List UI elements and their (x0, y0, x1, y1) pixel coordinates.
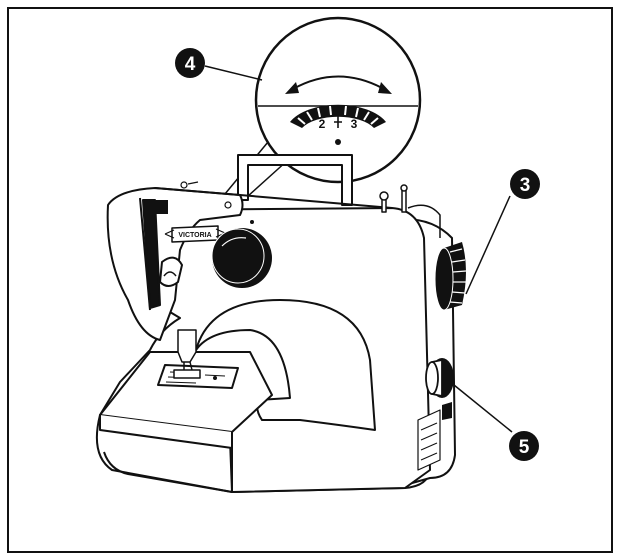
callout-3: 3 (465, 169, 540, 295)
stitch-selector-knob[interactable] (425, 358, 454, 398)
presser-foot-assembly (177, 329, 197, 363)
arm-arch (195, 299, 376, 431)
side-vent (417, 409, 441, 471)
dial-number-right: 3 (351, 117, 358, 131)
rotation-arrow-icon (292, 75, 385, 90)
callout-4-number: 4 (185, 54, 196, 75)
inset-circle (254, 16, 422, 184)
carry-handle (237, 154, 353, 206)
callout-5: 5 (453, 384, 539, 461)
index-dot (335, 139, 341, 145)
bobbin-latch (442, 402, 452, 420)
callout-5-badge (509, 431, 539, 461)
tension-dial[interactable] (211, 220, 272, 288)
callout-4-badge (175, 48, 205, 78)
callout-3-badge (510, 169, 540, 199)
callout-5-number: 5 (519, 437, 530, 458)
sewing-machine: VICTORIA (95, 154, 456, 493)
dial-marker-icon (334, 116, 342, 128)
brand-name: VICTORIA (178, 232, 211, 239)
callout-4: 4 (175, 48, 263, 81)
handwheel[interactable] (434, 242, 467, 311)
dial-inset: 2 3 (254, 16, 422, 184)
callout-3-number: 3 (520, 175, 531, 196)
dial-number-left: 2 (319, 117, 326, 131)
spool-pin-2 (401, 189, 407, 213)
